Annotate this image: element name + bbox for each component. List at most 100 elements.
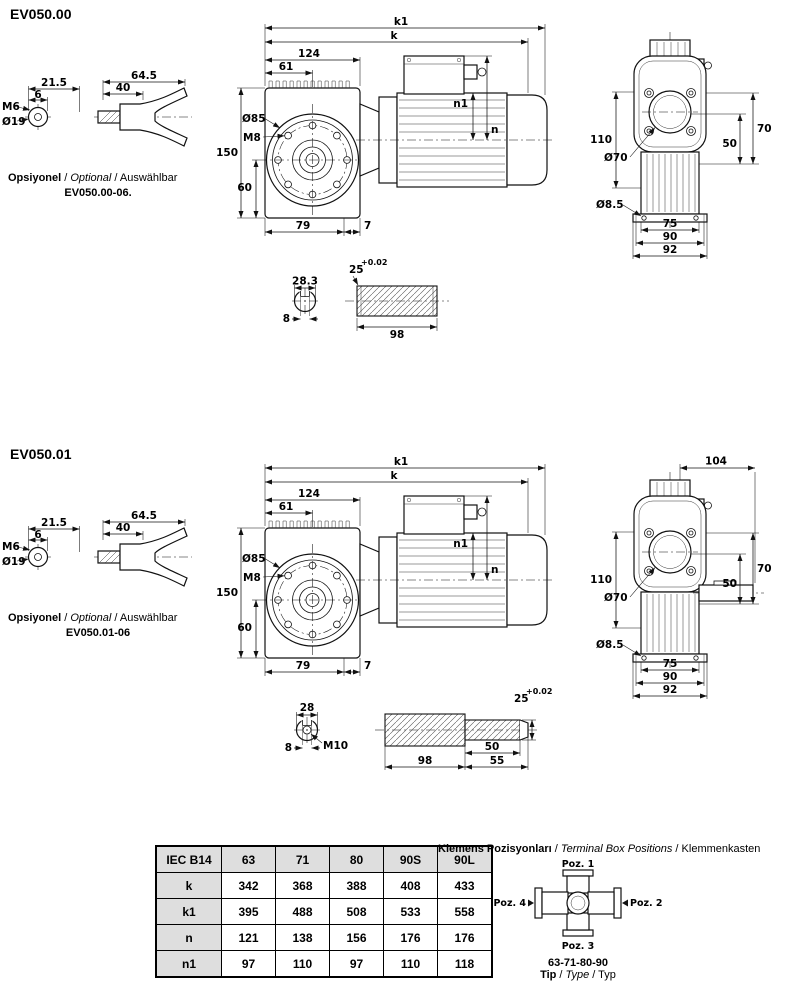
side-view: 104 110 Ø70 Ø8.5 70 50 75 90 92	[590, 456, 772, 699]
dimension-table: IEC B14 63 71 80 90S 90L k 342 368 388 4…	[155, 845, 493, 978]
dim-k: k	[391, 30, 399, 42]
table-header-row: IEC B14 63 71 80 90S 90L	[155, 845, 493, 873]
output-shaft-detail: 28.3 8 25 +0.02 98	[283, 258, 449, 341]
dim-8: 8	[285, 742, 292, 754]
table-cell: 176	[383, 924, 438, 951]
dim-70: 70	[757, 563, 772, 575]
dim-124: 124	[298, 488, 320, 500]
dim-6: 6	[34, 89, 41, 101]
dim-124: 124	[298, 48, 320, 60]
dim-98: 98	[418, 755, 433, 767]
table-cell: 97	[329, 950, 384, 978]
dim-d8-5: Ø8.5	[596, 199, 624, 211]
dim-104: 104	[705, 456, 727, 468]
terminal-position-diagram: Poz. 1 Poz. 2 Poz. 4 Poz. 3	[493, 859, 663, 952]
dim-92: 92	[663, 244, 678, 256]
table-cell: 368	[275, 872, 330, 899]
dim-25: 25	[514, 693, 529, 705]
optional-en: Optional	[70, 172, 112, 184]
table-cell: 110	[275, 950, 330, 978]
table-cell: 97	[221, 950, 276, 978]
dim-d85: Ø85	[242, 113, 266, 125]
output-shaft-detail: 28 8 M10 25 +0.02 50 98 55	[285, 687, 552, 770]
dim-150: 150	[216, 587, 238, 599]
dim-d85: Ø85	[242, 553, 266, 565]
dim-150: 150	[216, 147, 238, 159]
table-cell: 395	[221, 898, 276, 925]
dim-m6: M6	[2, 101, 20, 113]
sep: /	[61, 172, 71, 184]
sep: /	[556, 969, 566, 981]
optional-en: Optional	[70, 612, 112, 624]
row-label: k	[155, 872, 222, 899]
table-cell: 408	[383, 872, 438, 899]
dim-m6: M6	[2, 541, 20, 553]
dim-55: 55	[490, 755, 505, 767]
type-label: Tip / Type / Typ	[438, 969, 718, 981]
dim-110: 110	[590, 574, 612, 586]
section1-title: EV050.00	[10, 6, 72, 22]
table-header-80: 80	[329, 845, 384, 873]
dim-7: 7	[364, 220, 371, 232]
row-label: n	[155, 924, 222, 951]
section2-optional-note: Opsiyonel / Optional / Auswählbar	[8, 612, 177, 624]
dim-64-5: 64.5	[131, 510, 157, 522]
dim-79: 79	[296, 220, 311, 232]
input-shaft-views: 21.5 6 M6 Ø19 64.5 40	[2, 70, 192, 147]
dim-d70: Ø70	[604, 592, 628, 604]
dim-7: 7	[364, 660, 371, 672]
section1-optional-note: Opsiyonel / Optional / Auswählbar	[8, 172, 177, 184]
drawing-ev050-01: 21.5 6 M6 Ø19 64.5 40 k1 k 124 61	[2, 456, 772, 770]
poz-3-label: Poz. 3	[562, 941, 595, 952]
table-cell: 156	[329, 924, 384, 951]
dim-64-5: 64.5	[131, 70, 157, 82]
dim-8: 8	[283, 313, 290, 325]
dim-28-3: 28.3	[292, 276, 318, 288]
dim-21-5: 21.5	[41, 77, 67, 89]
tip-de: Typ	[598, 969, 616, 981]
title-en: Terminal Box Positions	[560, 843, 673, 855]
dim-25-tol: +0.02	[361, 258, 387, 267]
dim-110: 110	[590, 134, 612, 146]
dim-75: 75	[663, 658, 678, 670]
sep: /	[672, 843, 682, 855]
section2-title: EV050.01	[10, 446, 72, 462]
dim-n1: n1	[453, 538, 468, 550]
terminal-box-title: Klemens Pozisyonları / Terminal Box Posi…	[438, 843, 790, 855]
optional-de: Auswählbar	[119, 612, 178, 624]
front-view: k1 k 124 61 Ø85 M8 150 60 79 7	[216, 456, 552, 676]
dim-d8-5: Ø8.5	[596, 639, 624, 651]
poz-2-label: Poz. 2	[630, 898, 663, 909]
dim-92: 92	[663, 684, 678, 696]
front-view: k1 k 124 61 Ø85 M8 150 60 79 7	[216, 16, 552, 236]
dim-60: 60	[237, 182, 252, 194]
table-cell: 508	[329, 898, 384, 925]
table-cell: 388	[329, 872, 384, 899]
section2-model-code: EV050.01-06	[65, 627, 131, 639]
dim-40: 40	[116, 82, 131, 94]
poz-4-label: Poz. 4	[493, 898, 526, 909]
dim-60: 60	[237, 622, 252, 634]
dim-90: 90	[663, 231, 678, 243]
dim-50: 50	[722, 578, 737, 590]
dim-79: 79	[296, 660, 311, 672]
dim-90: 90	[663, 671, 678, 683]
terminal-box-section: Klemens Pozisyonları / Terminal Box Posi…	[438, 843, 790, 981]
tip-tr: Tip	[540, 969, 557, 981]
dim-m8: M8	[243, 132, 261, 144]
dim-k1: k1	[394, 16, 408, 28]
table-cell: 488	[275, 898, 330, 925]
dim-28: 28	[300, 702, 315, 714]
dim-d70: Ø70	[604, 152, 628, 164]
table-header-63: 63	[221, 845, 276, 873]
dim-m10: M10	[323, 740, 348, 752]
dim-n: n	[491, 124, 498, 136]
table-cell: 118	[437, 950, 493, 978]
sep: /	[111, 612, 120, 624]
dim-50: 50	[485, 741, 500, 753]
dim-21-5: 21.5	[41, 517, 67, 529]
table-cell: 533	[383, 898, 438, 925]
optional-tr: Opsiyonel	[8, 612, 62, 624]
table-row-k1: k1 395 488 508 533 558	[155, 898, 493, 925]
